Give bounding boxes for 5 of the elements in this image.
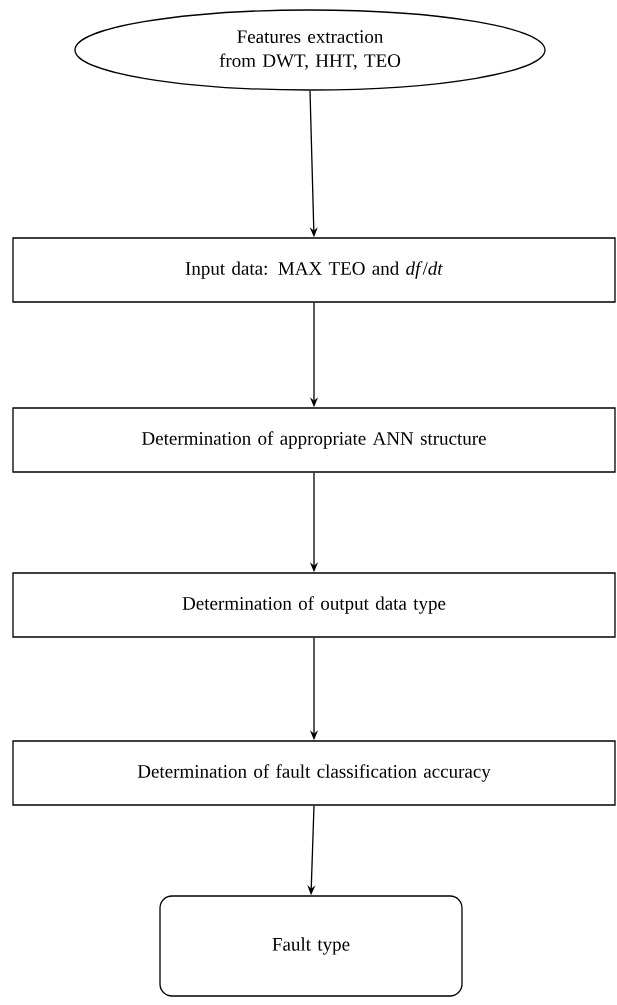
process-box: Determination of fault classification accuracy <box>12 740 616 806</box>
process-box: Input data: MAX TEO and df/dt <box>12 237 616 303</box>
process-box: Determination of output data type <box>12 572 616 638</box>
process-box: Determination of appropriate ANN structure <box>12 407 616 473</box>
terminal-box: Fault type <box>159 895 463 997</box>
